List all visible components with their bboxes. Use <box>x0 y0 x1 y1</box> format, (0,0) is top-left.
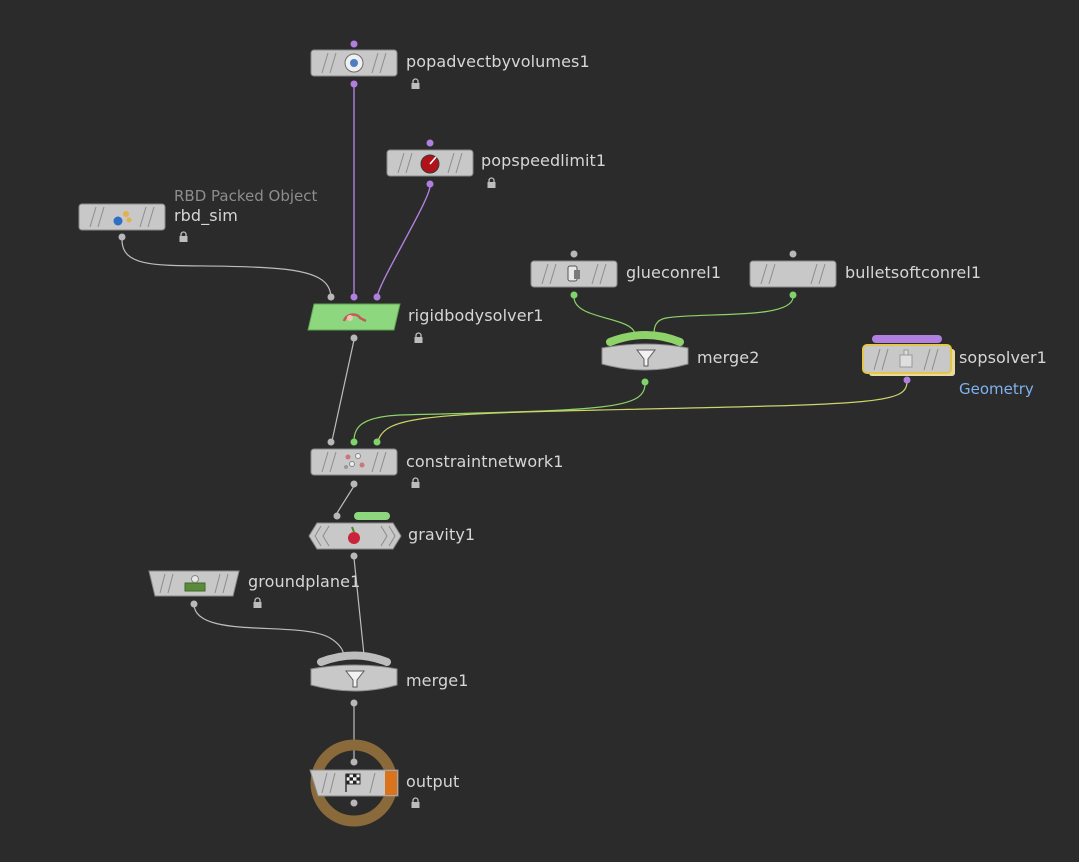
node-rigidbodysolver1[interactable] <box>306 293 402 345</box>
output-port[interactable] <box>350 799 358 807</box>
node-rbd-sim[interactable] <box>78 203 168 245</box>
speed-gauge-icon <box>420 154 440 174</box>
output-port[interactable] <box>903 376 911 384</box>
node-label: rbd_sim <box>174 206 238 225</box>
node-label: merge2 <box>697 348 760 367</box>
node-label: merge1 <box>406 671 469 690</box>
rigid-solver-icon <box>342 313 367 323</box>
output-port[interactable] <box>350 334 358 342</box>
output-port[interactable] <box>190 600 198 608</box>
input-port[interactable] <box>350 758 358 766</box>
input-port[interactable] <box>373 293 381 301</box>
pop-advect-icon <box>344 53 364 73</box>
input-port[interactable] <box>327 293 335 301</box>
node-gravity1[interactable] <box>307 510 403 562</box>
node-popadvectbyvolumes1[interactable] <box>310 40 400 88</box>
node-glueconrel1[interactable] <box>530 250 620 300</box>
output-port[interactable] <box>570 291 578 299</box>
lock-icon[interactable] <box>410 78 421 89</box>
checkered-flag-icon <box>345 773 361 792</box>
node-label: popspeedlimit1 <box>481 151 607 170</box>
node-sopsolver1[interactable] <box>860 333 956 385</box>
node-label: constraintnetwork1 <box>406 452 564 471</box>
input-port[interactable] <box>373 438 381 446</box>
node-bulletsoftconrel1[interactable] <box>749 250 839 300</box>
node-label: sopsolver1 <box>959 348 1047 367</box>
wire-bullet-to-merge2[interactable] <box>653 296 794 335</box>
wire-rbd-to-rigid[interactable] <box>121 239 332 298</box>
display-flag[interactable] <box>385 771 397 795</box>
output-port[interactable] <box>350 480 358 488</box>
rbd-object-icon <box>113 211 132 226</box>
lock-icon[interactable] <box>252 597 263 608</box>
merge-input-bar[interactable] <box>606 331 684 346</box>
input-port[interactable] <box>350 40 358 48</box>
output-port[interactable] <box>426 180 434 188</box>
input-port[interactable] <box>426 139 434 147</box>
input-port[interactable] <box>333 512 341 520</box>
input-port[interactable] <box>350 293 358 301</box>
node-groundplane1[interactable] <box>147 569 243 609</box>
output-port[interactable] <box>641 378 649 386</box>
output-port[interactable] <box>350 80 358 88</box>
node-label: glueconrel1 <box>626 263 722 282</box>
output-port[interactable] <box>789 291 797 299</box>
node-label: output <box>406 772 460 791</box>
wire-popspeed-to-rigid[interactable] <box>376 185 431 298</box>
lock-icon[interactable] <box>410 477 421 488</box>
funnel-icon <box>344 670 366 688</box>
wire-groundplane-to-merge1[interactable] <box>193 603 345 656</box>
node-output[interactable] <box>308 737 402 829</box>
input-port[interactable] <box>350 438 358 446</box>
constraint-network-icon <box>344 453 365 469</box>
node-label: gravity1 <box>408 525 476 544</box>
node-label: bulletsoftconrel1 <box>845 263 982 282</box>
lock-icon[interactable] <box>410 797 421 808</box>
wire-rigid-to-constraint[interactable] <box>331 339 355 442</box>
wire-sopsolver-to-constraint[interactable] <box>377 380 908 442</box>
node-subtitle: RBD Packed Object <box>174 187 318 205</box>
output-port[interactable] <box>118 233 126 241</box>
glue-constraint-icon <box>567 265 580 282</box>
wire-constraint-to-gravity[interactable] <box>336 485 355 514</box>
node-extra-label: Geometry <box>959 380 1034 398</box>
wire-glue-to-merge2[interactable] <box>573 296 636 335</box>
input-bar[interactable] <box>354 512 390 520</box>
output-port[interactable] <box>350 552 358 560</box>
apple-gravity-icon <box>348 526 360 544</box>
node-label: rigidbodysolver1 <box>408 306 544 325</box>
ground-plane-icon <box>184 575 206 592</box>
merge-input-bar[interactable] <box>317 651 391 666</box>
input-port[interactable] <box>570 250 578 258</box>
lock-icon[interactable] <box>178 231 189 242</box>
wire-gravity-to-merge1[interactable] <box>353 557 365 656</box>
node-popspeedlimit1[interactable] <box>386 139 476 189</box>
lock-icon[interactable] <box>486 177 497 188</box>
lock-icon[interactable] <box>413 332 424 343</box>
wire-merge2-to-constraint[interactable] <box>353 383 646 442</box>
input-bar[interactable] <box>872 335 942 343</box>
node-merge1[interactable] <box>309 651 401 709</box>
sop-solver-icon <box>899 349 913 368</box>
node-constraintnetwork1[interactable] <box>310 437 400 489</box>
output-port[interactable] <box>350 699 358 707</box>
node-label: popadvectbyvolumes1 <box>406 52 590 71</box>
node-label: groundplane1 <box>248 572 361 591</box>
funnel-icon <box>635 349 657 367</box>
input-port[interactable] <box>789 250 797 258</box>
node-merge2[interactable] <box>600 330 692 390</box>
input-port[interactable] <box>327 438 335 446</box>
